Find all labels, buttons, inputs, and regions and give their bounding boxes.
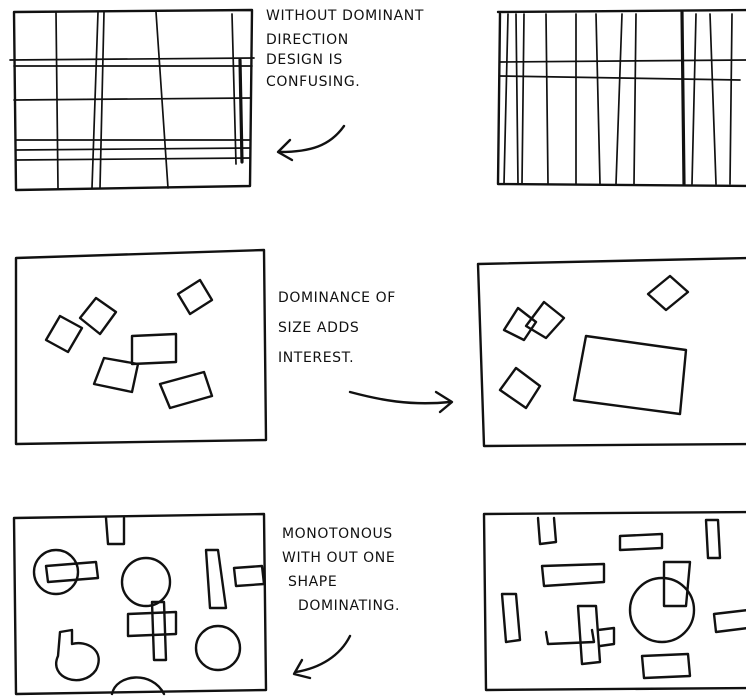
direction-note-line-4: CONFUSING. [266, 74, 360, 90]
shape-note-line-2: WITH OUT ONE [282, 550, 395, 566]
direction-note-line-1: WITHOUT DOMINANT [266, 8, 424, 24]
direction-dominant-sketch [498, 10, 746, 186]
size-note-line-3: INTEREST. [278, 350, 354, 366]
shapes [34, 518, 264, 694]
shape-monotonous-sketch [14, 514, 266, 694]
size-note-line-1: DOMINANCE OF [278, 290, 396, 306]
size-dominant-sketch [478, 258, 746, 446]
rectangles [500, 276, 688, 414]
shape-note-line-3: SHAPE [288, 574, 337, 590]
direction-note-line-3: DESIGN IS [266, 52, 343, 68]
curved-arrow-icon [350, 392, 452, 412]
size-note: DOMINANCE OF SIZE ADDS INTEREST. [278, 290, 452, 412]
direction-note-line-2: DIRECTION [266, 32, 349, 48]
shape-note: MONOTONOUS WITH OUT ONE SHAPE DOMINATING… [282, 526, 400, 678]
small-rectangles [46, 280, 212, 408]
shape-dominant-sketch [484, 512, 746, 690]
shapes [502, 518, 746, 678]
direction-confusing-sketch [10, 10, 254, 190]
curved-arrow-icon [278, 126, 344, 160]
size-monotonous-sketch [16, 250, 266, 444]
direction-note: WITHOUT DOMINANT DIRECTION DESIGN IS CON… [266, 8, 424, 160]
shape-note-line-1: MONOTONOUS [282, 526, 393, 542]
size-note-line-2: SIZE ADDS [278, 320, 359, 336]
sketch-frame [16, 250, 266, 444]
curved-arrow-icon [294, 636, 350, 678]
shape-note-line-4: DOMINATING. [298, 598, 400, 614]
grid-lines [10, 12, 254, 188]
vertical-lines [500, 12, 746, 184]
sketch-frame [478, 258, 746, 446]
